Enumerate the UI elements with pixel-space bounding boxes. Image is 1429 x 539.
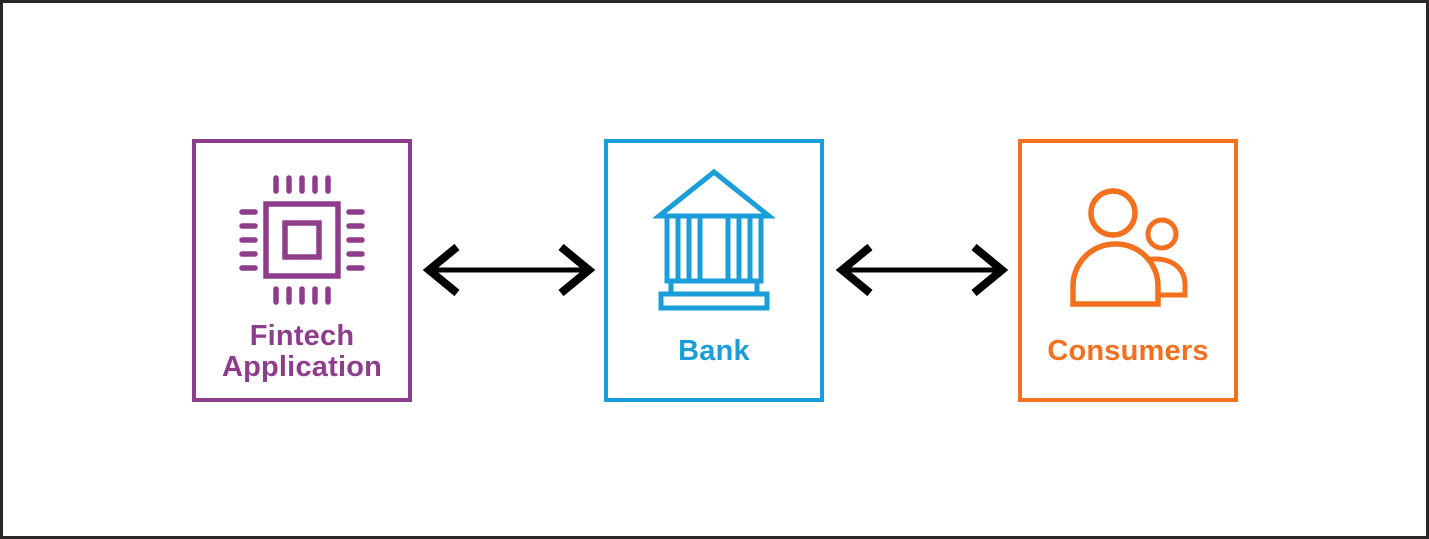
node-bank: Bank (604, 139, 824, 402)
node-fintech-application: Fintech Application (192, 139, 412, 402)
people-icon (1022, 165, 1234, 315)
node-label-fintech-application: Fintech Application (221, 319, 383, 383)
bank-icon (608, 165, 820, 315)
double-arrow-icon (835, 243, 1009, 297)
double-arrow-icon (422, 243, 596, 297)
node-label-consumers: Consumers (1047, 335, 1209, 368)
node-consumers: Consumers (1018, 139, 1238, 402)
chip-icon (196, 165, 408, 315)
node-label-bank: Bank (678, 335, 750, 368)
